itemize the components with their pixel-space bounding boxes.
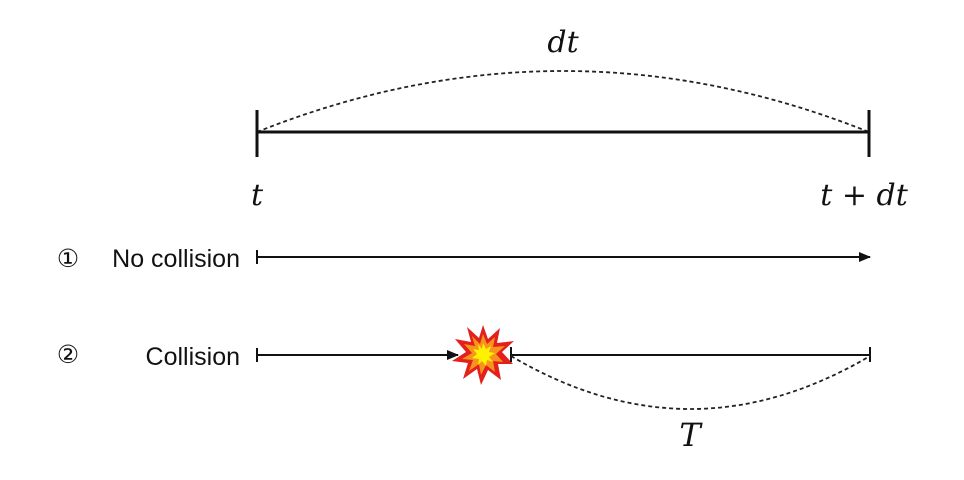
case-2-label: Collision xyxy=(146,343,240,371)
case-1-label: No collision xyxy=(112,245,240,273)
case-collision: ② Collision T xyxy=(57,325,871,454)
case-no-collision: ① No collision xyxy=(57,245,871,273)
dt-span-arc xyxy=(256,70,870,133)
explosion-core xyxy=(472,343,495,366)
main-interval: dt t t + dt xyxy=(251,25,909,213)
remaining-time-label: T xyxy=(679,416,703,454)
start-time-label: t xyxy=(251,178,264,213)
dt-label: dt xyxy=(547,25,579,60)
remaining-time-arc xyxy=(510,355,871,410)
case-2-marker: ② xyxy=(57,341,79,369)
end-time-label: t + dt xyxy=(820,178,908,213)
case-1-marker: ① xyxy=(57,245,79,273)
explosion-icon xyxy=(452,325,514,385)
